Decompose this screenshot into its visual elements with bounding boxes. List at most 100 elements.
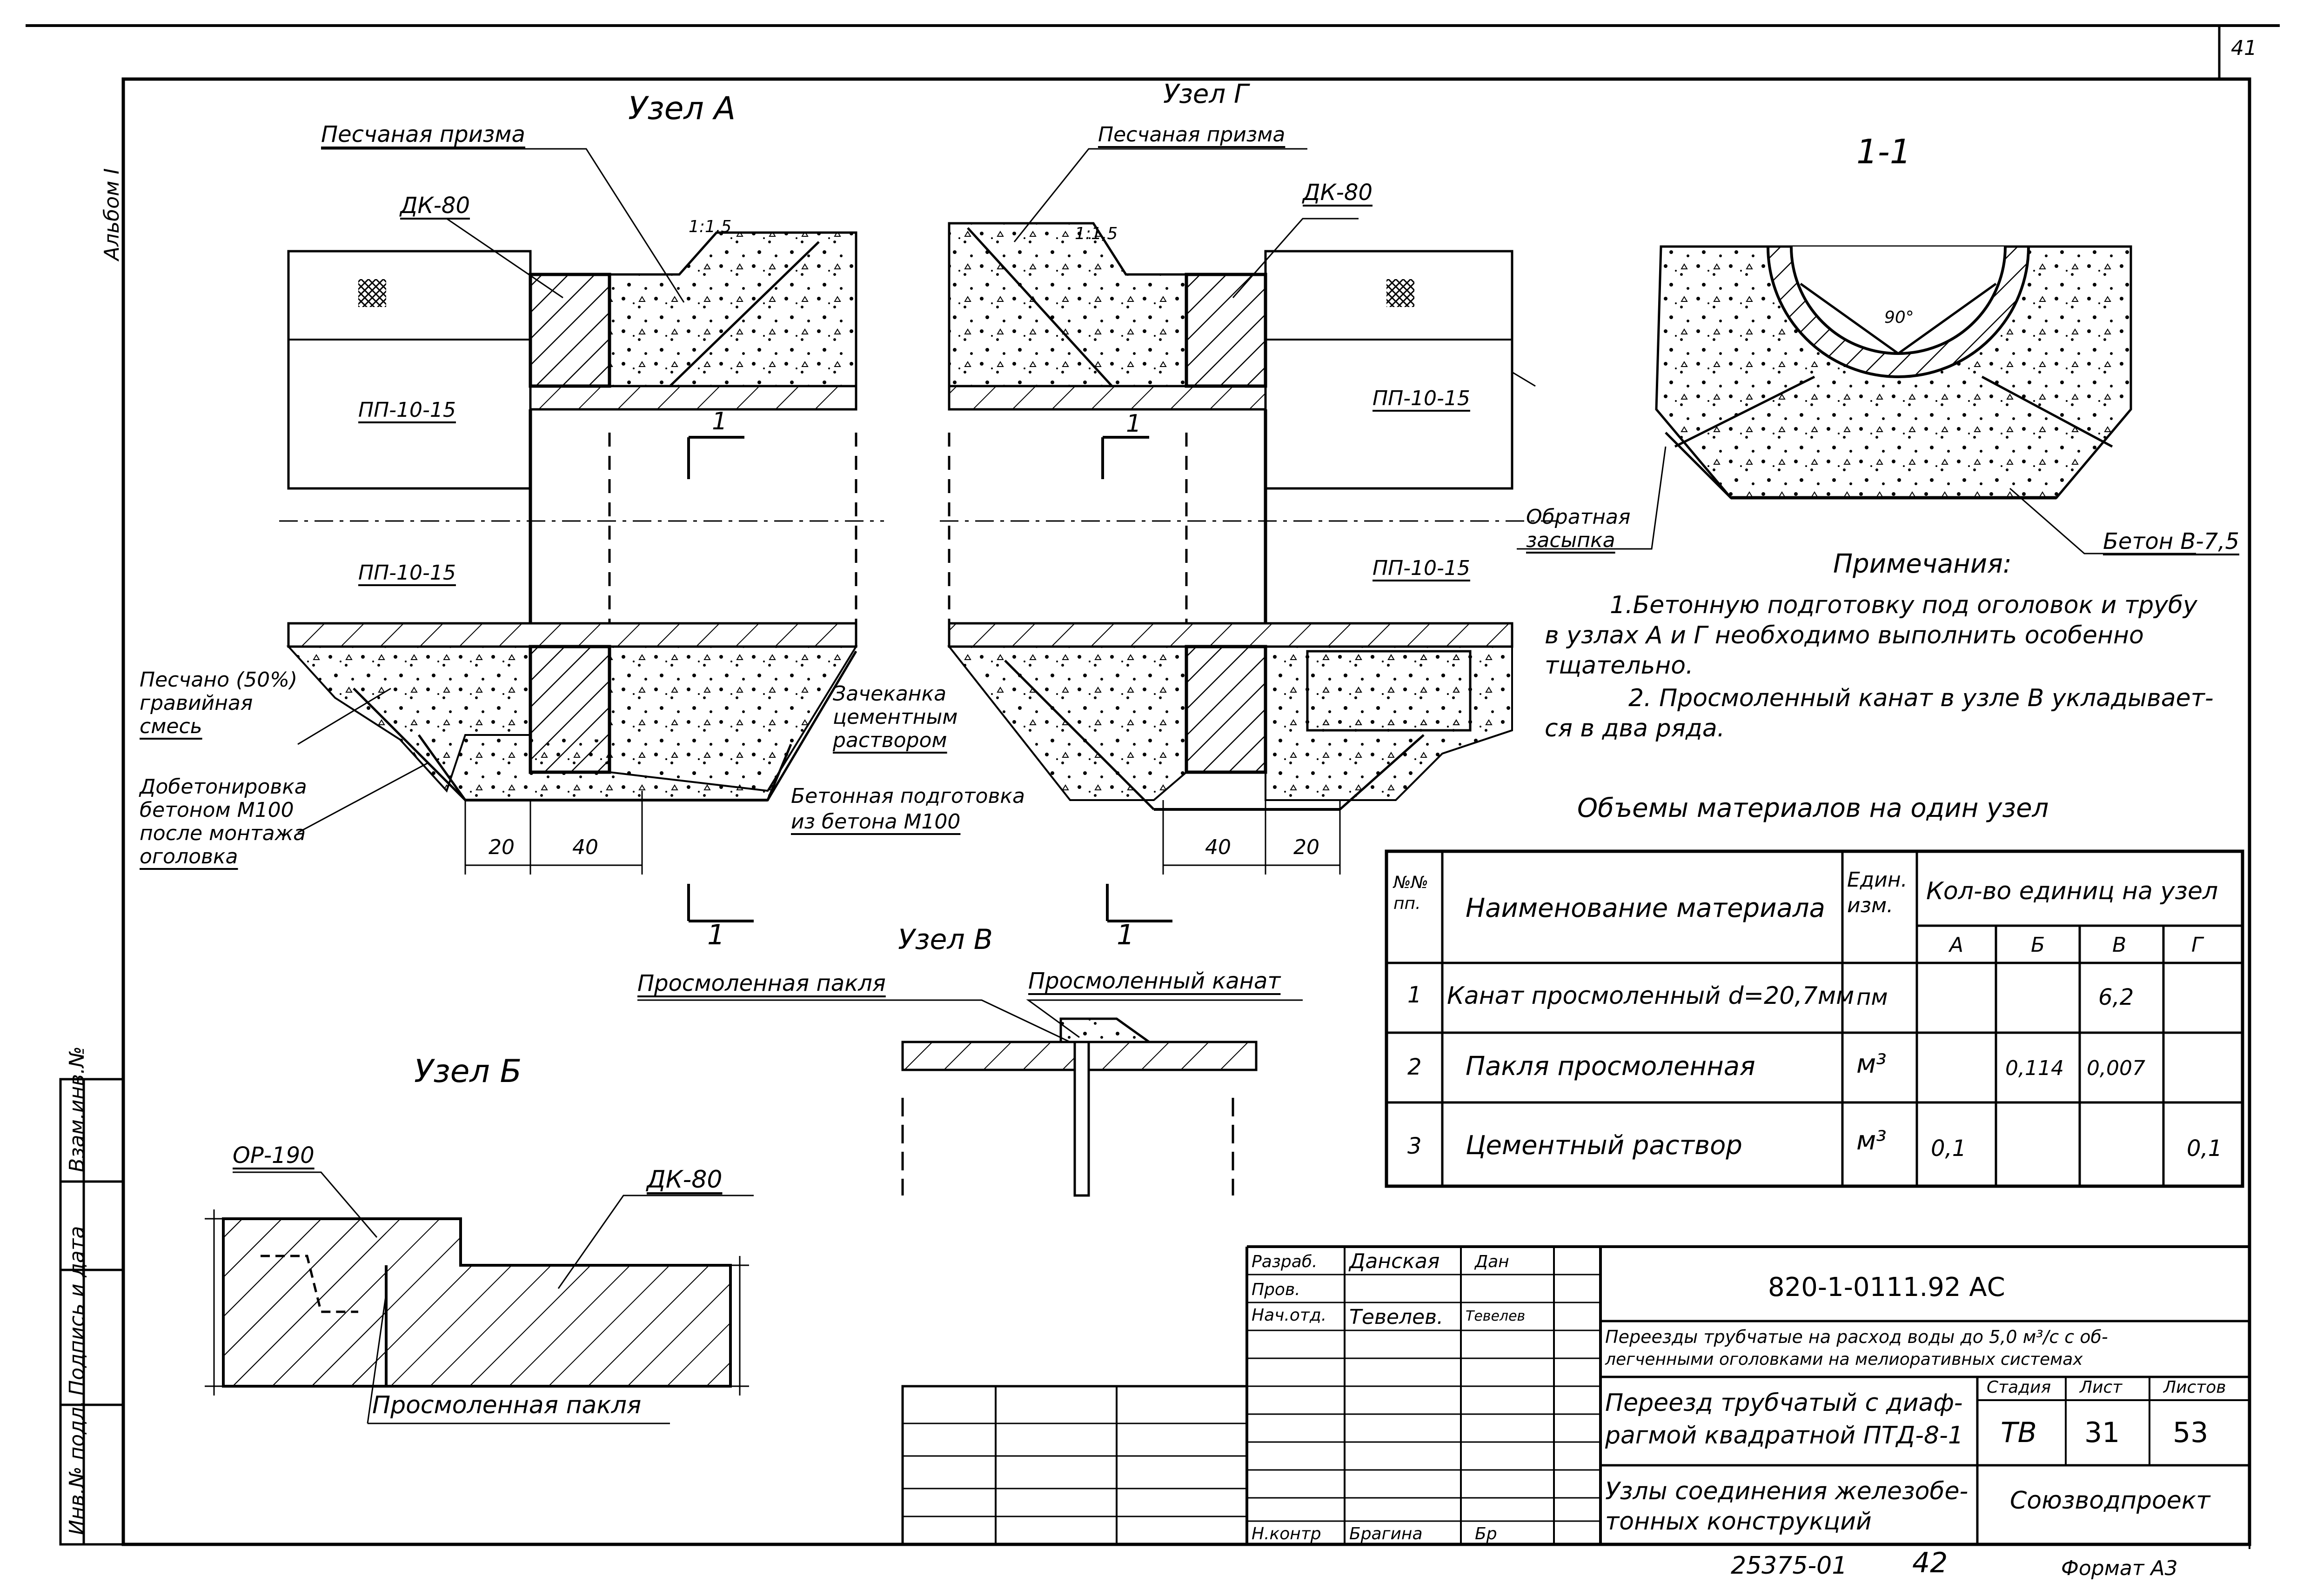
tb-stage-label: Стадия <box>1987 1378 2051 1397</box>
node-v-title: Узел В <box>898 923 993 956</box>
node-a-concreting-line4: оголовка <box>140 845 238 868</box>
tb-role-checked: Пров. <box>1252 1280 1300 1299</box>
node-a-concreting-line2: бетоном М100 <box>140 798 294 822</box>
node-g-sand-prism-label: Песчаная призма <box>1098 123 1286 147</box>
node-g-backfill-line2: засыпка <box>1526 528 1615 552</box>
node-g-gravel-box <box>1306 650 1472 732</box>
node-a-drawing <box>279 148 884 922</box>
tb-name-norm-control: Брагина <box>1349 1524 1423 1543</box>
node-g-backfill-line1: Обратная <box>1526 505 1631 529</box>
notes-line-5: ся в два ряда. <box>1545 715 1725 742</box>
table-row-1-v: 6,2 <box>2098 984 2134 1010</box>
notes-line-1: 1.Бетонную подготовку под оголовок и тру… <box>1610 591 2197 619</box>
tb-sheets-label: Листов <box>2163 1378 2226 1397</box>
materials-table-grid <box>1385 849 2244 1188</box>
table-header-num-1: №№ <box>1393 873 1428 892</box>
concrete-prep-line1: Бетонная подготовка <box>791 784 1025 808</box>
table-row-3-a: 0,1 <box>1931 1135 1967 1162</box>
node-a-gravel-mix-line2: гравийная <box>140 691 253 715</box>
node-g-pp-top-label: ПП-10-15 <box>1373 387 1470 410</box>
node-a-title: Узел А <box>628 90 736 127</box>
table-row-2-v: 0,007 <box>2087 1056 2145 1080</box>
table-header-node-a: А <box>1949 933 1964 957</box>
caulking-line1: Зачеканка <box>833 682 947 706</box>
notes-line-2: в узлах А и Г необходимо выполнить особе… <box>1545 621 2144 649</box>
caulking-line2: цементным <box>833 705 958 729</box>
section-1-1-title: 1-1 <box>1856 132 1911 171</box>
table-row-2-name: Пакля просмоленная <box>1466 1051 1755 1082</box>
node-a-concreting-line3: после монтажа <box>140 821 306 845</box>
node-a-section-mark-bottom: 1 <box>707 919 725 951</box>
node-a-pp-top-label: ПП-10-15 <box>358 398 456 422</box>
node-g-slope-label: 1:1,5 <box>1075 224 1118 243</box>
concrete-prep-line2: из бетона М100 <box>791 810 961 834</box>
tb-signature-developer: Дан <box>1475 1252 1509 1271</box>
node-g-title: Узел Г <box>1163 79 1249 109</box>
node-a-dim-20: 20 <box>489 835 515 859</box>
section-1-1-drawing <box>1517 245 2196 554</box>
table-row-2-unit: м³ <box>1856 1049 1887 1079</box>
tb-organization: Союзводпроект <box>2010 1487 2210 1515</box>
table-header-unit-1: Един. <box>1847 868 1908 892</box>
side-stamp-frame <box>59 1078 125 1546</box>
notes-title: Примечания: <box>1833 549 2012 579</box>
notes-line-3: тщательно. <box>1545 652 1694 680</box>
node-a-pp-bottom-label: ПП-10-15 <box>358 561 456 585</box>
table-row-1-num: 1 <box>1407 982 1422 1008</box>
node-a-concreting-line1: Добетонировка <box>140 775 307 799</box>
table-header-num-2: пп. <box>1393 894 1421 913</box>
sheet-number: 41 <box>2231 36 2257 60</box>
tb-role-developer: Разраб. <box>1252 1252 1318 1271</box>
table-row-1-name: Канат просмоленный d=20,7мм <box>1447 982 1855 1010</box>
tb-object-line1: Переезд трубчатый с диаф- <box>1605 1389 1963 1417</box>
table-header-unit-2: изм. <box>1847 894 1894 917</box>
node-a-dim-40: 40 <box>572 835 598 859</box>
table-row-1-unit: пм <box>1856 984 1888 1010</box>
notes-line-4: 2. Просмоленный канат в узле В укладывае… <box>1628 684 2214 712</box>
caulking-line3: раствором <box>833 728 947 752</box>
section-1-1-angle: 90° <box>1884 308 1914 327</box>
footer-page: 42 <box>1912 1547 1948 1579</box>
tb-project-line1: Переезды трубчатые на расход воды до 5,0… <box>1605 1327 2108 1347</box>
table-header-qty: Кол-во единиц на узел <box>1926 877 2218 905</box>
tb-signature-dept-head: Тевелев <box>1466 1308 1526 1324</box>
tb-signature-norm-control: Бр <box>1475 1524 1497 1543</box>
node-a-section-mark-top: 1 <box>712 407 728 435</box>
tb-sheets-value: 53 <box>2173 1416 2209 1449</box>
side-stamp-signature-date: Подпись и дата <box>65 1226 89 1396</box>
table-row-2-num: 2 <box>1407 1054 1422 1080</box>
node-g-dim-40: 40 <box>1205 835 1231 859</box>
node-b-op-label: ОР-190 <box>233 1142 315 1169</box>
node-g-drawing <box>940 148 1559 922</box>
tb-role-norm-control: Н.контр <box>1252 1524 1321 1543</box>
node-v-rope-label: Просмоленный канат <box>1028 968 1281 994</box>
table-header-node-g: Г <box>2191 933 2203 957</box>
node-g-section-mark-top: 1 <box>1126 410 1142 438</box>
tb-name-developer: Данская <box>1349 1249 1440 1273</box>
node-g-section-mark-bottom: 1 <box>1117 919 1135 951</box>
section-1-1-concrete-label: Бетон В-7,5 <box>2103 528 2240 554</box>
node-b-dk-label: ДК-80 <box>647 1166 723 1194</box>
tb-name-dept-head: Тевелев. <box>1349 1305 1444 1329</box>
tb-sheet-title-line1: Узлы соединения железобе- <box>1605 1477 1969 1505</box>
tb-sheet-title-line2: тонных конструкций <box>1605 1508 1872 1536</box>
title-block-grid <box>901 1245 2250 1546</box>
tb-code: 820-1-0111.92 АС <box>1768 1272 2005 1302</box>
node-a-gravel-mix-line1: Песчано (50%) <box>140 668 298 692</box>
node-a-dk-label: ДК-80 <box>400 193 470 219</box>
table-header-name: Наименование материала <box>1466 893 1825 923</box>
materials-title: Объемы материалов на один узел <box>1577 793 2049 823</box>
node-b-title: Узел Б <box>414 1053 522 1090</box>
footer-format: Формат А3 <box>2061 1556 2178 1580</box>
table-row-3-name: Цементный раствор <box>1466 1130 1742 1161</box>
node-v-oakum-label: Просмоленная пакля <box>637 970 886 996</box>
tb-project-line2: легченными оголовками на мелиоративных с… <box>1605 1350 2083 1369</box>
node-b-oakum-label: Просмоленная пакля <box>372 1391 642 1419</box>
node-a-slope-label: 1:1,5 <box>689 217 732 236</box>
table-row-3-num: 3 <box>1407 1133 1422 1159</box>
footer-inv-number: 25375-01 <box>1731 1552 1848 1580</box>
node-g-dk-label: ДК-80 <box>1303 180 1373 206</box>
tb-sheet-value: 31 <box>2084 1416 2120 1449</box>
node-a-gravel-mix-line3: смесь <box>140 715 202 738</box>
